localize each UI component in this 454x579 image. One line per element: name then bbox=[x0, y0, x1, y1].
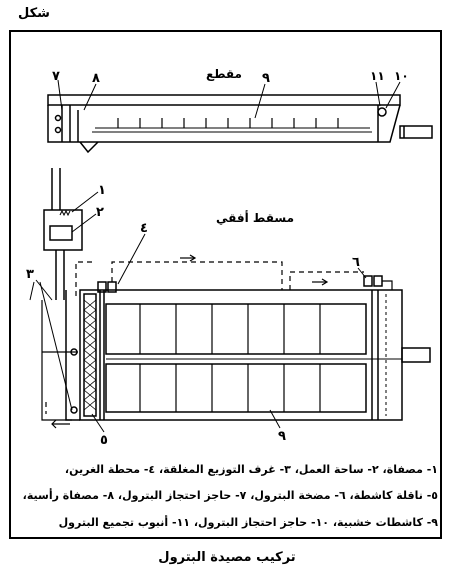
section-body bbox=[47, 104, 401, 143]
figure-label: شكل bbox=[18, 6, 50, 21]
legend-line-3: ٩- كاشطات خشبية، ١٠- حاجز احتجاز البترول… bbox=[58, 516, 438, 529]
callout-1: ١ bbox=[98, 183, 106, 198]
callout-9-section: ٩ bbox=[262, 71, 270, 86]
section-sump bbox=[79, 141, 99, 154]
conveyor-mesh bbox=[83, 299, 97, 411]
figure-caption: تركيب مصيدة البترول bbox=[158, 550, 296, 565]
basin-outline bbox=[79, 289, 403, 421]
diagram-frame bbox=[9, 30, 442, 539]
plan-view bbox=[29, 168, 431, 433]
section-view bbox=[47, 79, 433, 154]
callout-11: ١١ bbox=[370, 69, 385, 83]
legend-line-1: ١- مصفاة، ٢- ساحة العمل، ٣- غرف التوزيع … bbox=[64, 463, 438, 476]
channel-upper bbox=[105, 303, 367, 355]
silt-station-a bbox=[97, 281, 107, 293]
channel-lower bbox=[105, 363, 367, 413]
screen bbox=[49, 225, 73, 241]
callout-8: ٨ bbox=[92, 71, 100, 86]
callout-6: ٦ bbox=[352, 255, 360, 270]
scraper-conveyor bbox=[83, 293, 97, 417]
collection-pipe-section bbox=[399, 125, 433, 139]
oil-pump-b bbox=[373, 275, 383, 287]
callout-2: ٢ bbox=[96, 205, 104, 220]
callout-4: ٤ bbox=[140, 221, 148, 236]
legend-line-2: ٥- ناقلة كاشطة، ٦- مضخة البترول، ٧- حاجز… bbox=[22, 489, 438, 502]
callout-10: ١٠ bbox=[394, 69, 409, 83]
callout-3: ٣ bbox=[26, 267, 34, 282]
section-scrapers bbox=[117, 118, 339, 128]
outlet-pipe bbox=[401, 347, 431, 363]
plan-label: مسقط أفقي bbox=[216, 210, 294, 225]
flow-lines bbox=[45, 261, 364, 414]
callout-5: ٥ bbox=[100, 433, 108, 448]
screen-chamber bbox=[43, 209, 83, 251]
section-label: مقطع bbox=[206, 67, 242, 81]
oil-pump-a bbox=[363, 275, 373, 287]
section-top-slab bbox=[47, 94, 401, 106]
callout-7: ٧ bbox=[52, 69, 60, 84]
wooden-scrapers bbox=[139, 304, 321, 412]
callout-9-plan: ٩ bbox=[278, 429, 286, 444]
